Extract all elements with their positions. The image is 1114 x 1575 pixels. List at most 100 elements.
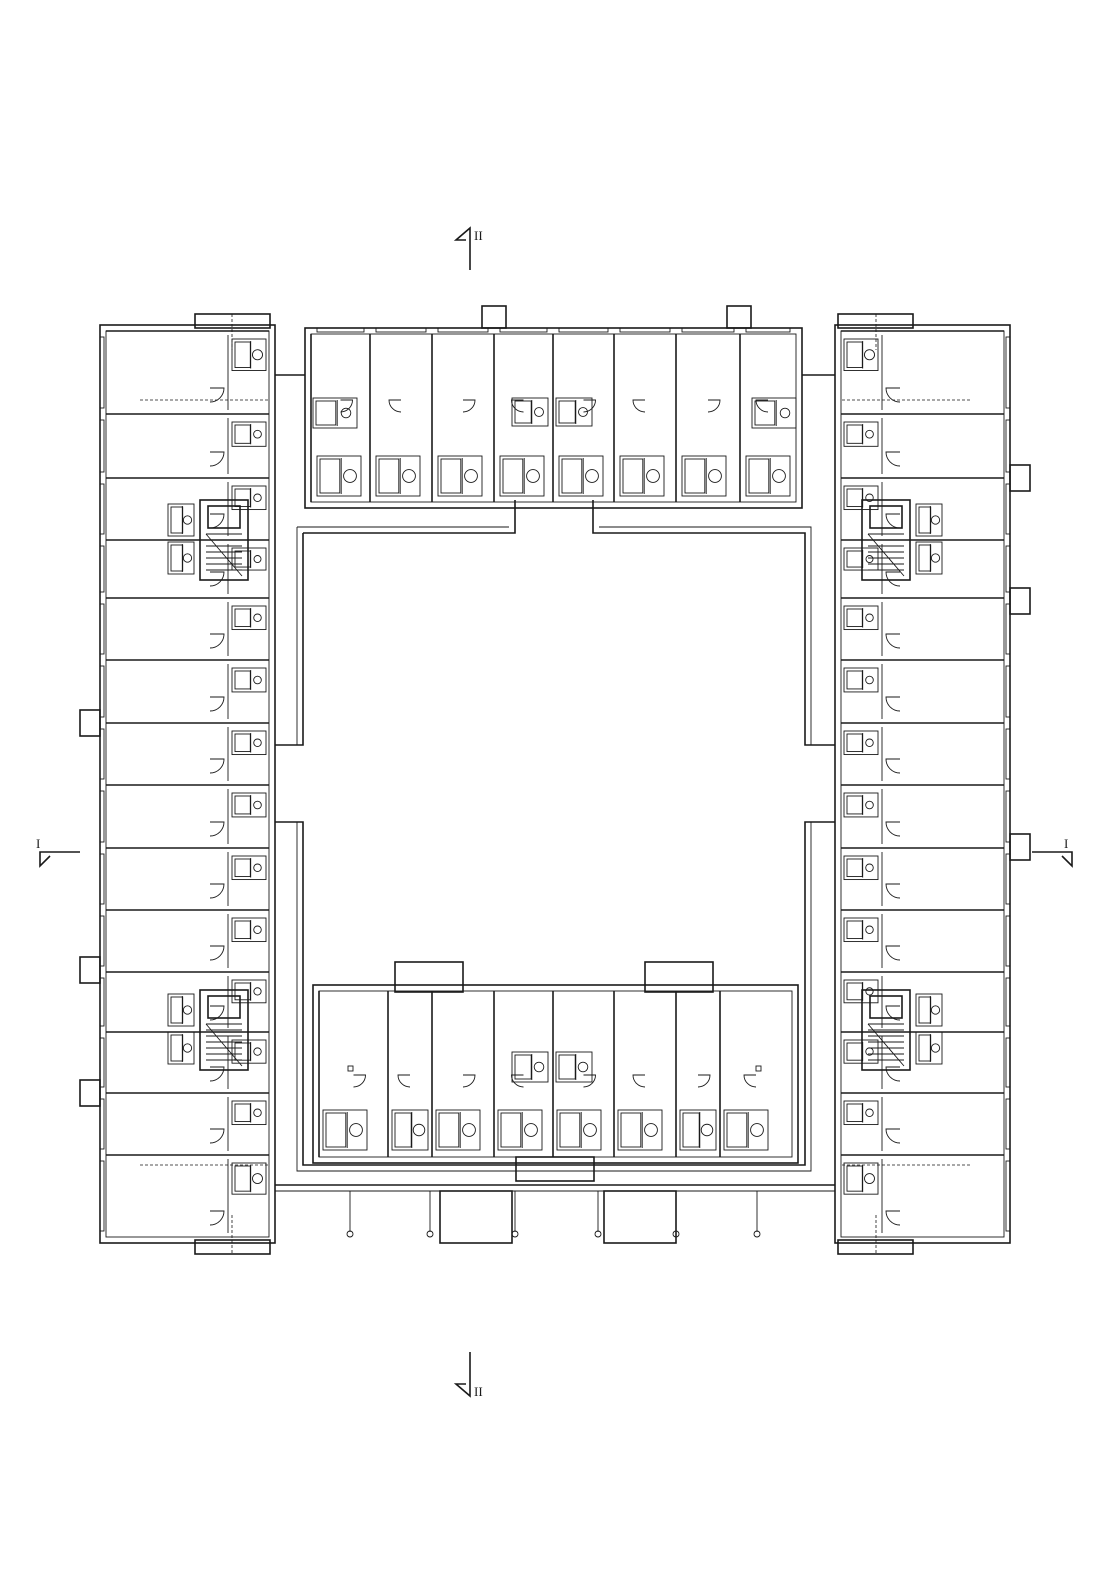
stair-break [205, 1023, 243, 1067]
bathroom-pod [843, 667, 879, 693]
window [499, 327, 548, 333]
toilet-icon [253, 493, 262, 502]
bathroom-pod [231, 979, 267, 1004]
bathroom-pod [843, 338, 879, 371]
elevator-shaft [869, 995, 903, 1019]
window [681, 327, 735, 333]
window [1005, 977, 1011, 1027]
north-vent-box [481, 305, 507, 329]
bathroom-pod [619, 455, 665, 497]
bathroom-pod [167, 1031, 195, 1065]
east-wing [834, 313, 1031, 1255]
window [1005, 603, 1011, 655]
door-swing-icon [209, 821, 225, 837]
door-swing-icon [885, 696, 901, 712]
window [99, 419, 105, 473]
bathroom-pod [843, 979, 879, 1004]
toilet-icon [253, 863, 262, 872]
section-mark-right-label: I [1064, 836, 1068, 851]
bathroom-pod [231, 1100, 267, 1126]
bathroom-pod [681, 455, 727, 497]
toilet-icon [253, 925, 262, 934]
shower-tray [394, 1112, 412, 1148]
north-vent-box [726, 305, 752, 329]
door-swing-icon [885, 633, 901, 649]
balcony [1009, 833, 1031, 861]
door-swing-icon [885, 451, 901, 467]
shower-tray [438, 1112, 460, 1148]
post-base [753, 1230, 761, 1238]
shower-tray [918, 544, 932, 572]
shower-tray [234, 341, 251, 368]
stair-break [867, 1023, 905, 1067]
window [375, 327, 427, 333]
toilet-icon [865, 738, 874, 747]
door-swing-icon [462, 399, 476, 413]
south-wing-inner-outline [318, 990, 793, 1158]
toilet-icon [865, 555, 874, 563]
bathroom-pod [497, 1109, 543, 1151]
door-swing-icon [462, 1074, 476, 1088]
door-swing-icon [353, 1074, 366, 1088]
door-swing-icon [885, 1066, 901, 1082]
window [1005, 853, 1011, 905]
shower-tray [170, 544, 184, 572]
door-swing-icon [209, 1210, 225, 1226]
bathroom-pod [391, 1109, 429, 1151]
window [1005, 483, 1011, 535]
entrance-canopy [439, 1190, 513, 1244]
window [99, 728, 105, 780]
bathroom-pod [556, 1109, 602, 1151]
bathroom-pod [843, 605, 879, 631]
window [1005, 419, 1011, 473]
shower-tray [378, 458, 400, 494]
shower-tray [846, 1103, 863, 1123]
bathroom-pod [231, 1162, 267, 1195]
bathroom-pod [316, 455, 362, 497]
window [99, 483, 105, 535]
toilet-icon [779, 407, 791, 419]
shower-tray [234, 424, 251, 444]
bathroom-pod [915, 541, 943, 575]
bathroom-pod [231, 547, 267, 571]
toilet-icon [865, 675, 874, 685]
east-roof-access-bottom [837, 1239, 914, 1255]
toilet-icon [253, 1047, 262, 1056]
bathroom-pod [558, 455, 604, 497]
shower-tray [440, 458, 462, 494]
window [1005, 728, 1011, 780]
toilet-icon [534, 407, 544, 417]
shower-tray [234, 920, 251, 940]
bathroom-pod [499, 455, 545, 497]
toilet-icon [252, 1173, 263, 1185]
toilet-icon [253, 429, 262, 439]
toilet-icon [865, 925, 874, 934]
stair-core [861, 499, 911, 581]
bathroom-pod [915, 993, 943, 1027]
door-swing-icon [885, 1128, 901, 1144]
window [99, 853, 105, 905]
shower-tray [234, 733, 251, 753]
west-wing-outline [99, 324, 276, 1244]
toilet-icon [646, 469, 660, 483]
bathroom-pod [167, 993, 195, 1027]
section-mark-top-label: II [474, 228, 483, 243]
bathroom-pod [555, 397, 593, 427]
toilet-icon [930, 515, 941, 525]
corridors [275, 374, 835, 1192]
window [1005, 915, 1011, 967]
shower-tray [918, 1034, 932, 1062]
window [1005, 1160, 1011, 1232]
shower-tray [234, 795, 251, 815]
toilet-icon [253, 987, 262, 996]
bathroom-pod [843, 421, 879, 447]
door-swing-icon [388, 399, 402, 413]
bathroom-pod [231, 605, 267, 631]
toilet-icon [464, 469, 478, 483]
door-swing-icon [583, 399, 596, 413]
south-entry-bay [644, 961, 714, 993]
bathroom-pod [843, 547, 879, 571]
window [745, 327, 791, 333]
bathroom-pod [915, 503, 943, 537]
